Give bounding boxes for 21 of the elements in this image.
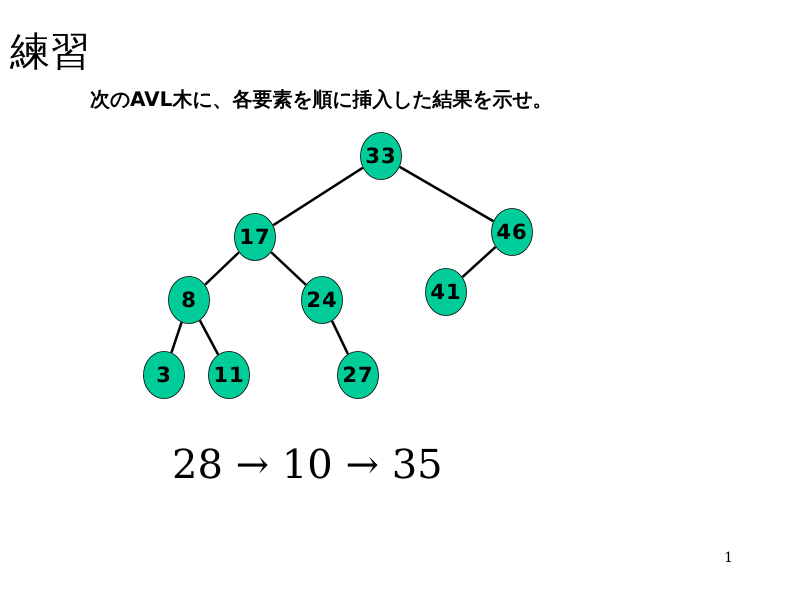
instruction-text: 次のAVL木に、各要素を順に挿入した結果を示せ。	[90, 86, 552, 113]
tree-node: 46	[491, 208, 533, 256]
tree-node: 11	[208, 351, 250, 399]
slide-title: 練習	[10, 28, 90, 77]
tree-node: 8	[168, 276, 210, 324]
tree-node: 3	[143, 351, 185, 399]
tree-edge	[399, 166, 494, 222]
page-number: 1	[724, 550, 733, 566]
tree-node: 24	[301, 276, 343, 324]
tree-edge	[204, 251, 240, 286]
tree-node: 27	[337, 351, 379, 399]
tree-edge	[170, 322, 183, 353]
tree-node: 17	[234, 213, 276, 261]
tree-edge	[270, 251, 307, 286]
tree-node: 41	[425, 268, 467, 316]
tree-edge	[198, 320, 220, 356]
insertion-sequence: 28 → 10 → 35	[172, 442, 443, 488]
tree-edge	[462, 246, 496, 278]
tree-edge	[272, 166, 364, 226]
tree-node: 33	[360, 132, 402, 180]
tree-edge	[330, 320, 350, 354]
